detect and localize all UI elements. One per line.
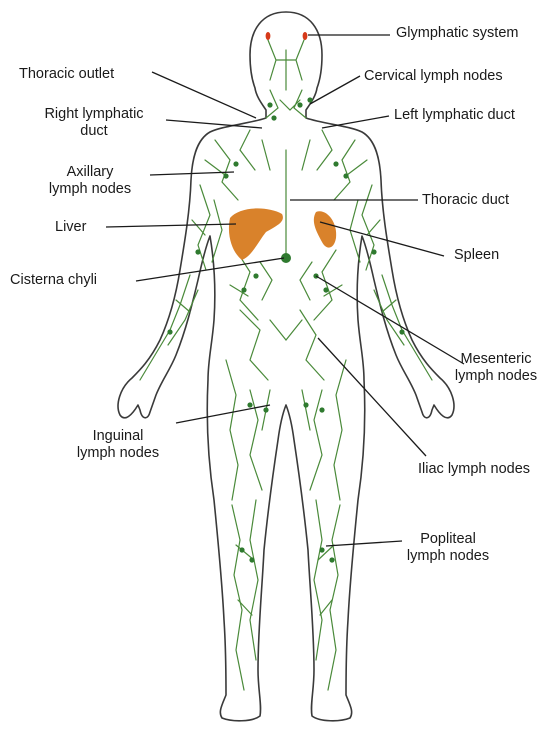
label-inguinal-lymph-nodes: Inguinallymph nodes xyxy=(62,428,174,462)
label-mesenteric-lymph-nodes: Mesentericlymph nodes xyxy=(440,351,552,385)
glymphatic-marker-right xyxy=(303,32,308,40)
glymphatic-marker-left xyxy=(266,32,271,40)
label-glymphatic-system: Glymphatic system xyxy=(396,25,518,42)
label-thoracic-duct: Thoracic duct xyxy=(422,192,509,209)
label-left-lymphatic-duct: Left lymphatic duct xyxy=(394,107,515,124)
label-popliteal-lymph-nodes: Popliteallymph nodes xyxy=(392,531,504,565)
label-cisterna-chyli: Cisterna chyli xyxy=(10,272,97,289)
label-thoracic-outlet: Thoracic outlet xyxy=(19,66,114,83)
label-axillary-lymph-nodes: Axillarylymph nodes xyxy=(34,164,146,198)
label-spleen: Spleen xyxy=(454,247,499,264)
label-cervical-lymph-nodes: Cervical lymph nodes xyxy=(364,68,503,85)
label-liver: Liver xyxy=(55,219,86,236)
label-iliac-lymph-nodes: Iliac lymph nodes xyxy=(418,461,530,478)
label-right-lymphatic-duct: Right lymphaticduct xyxy=(26,106,162,140)
